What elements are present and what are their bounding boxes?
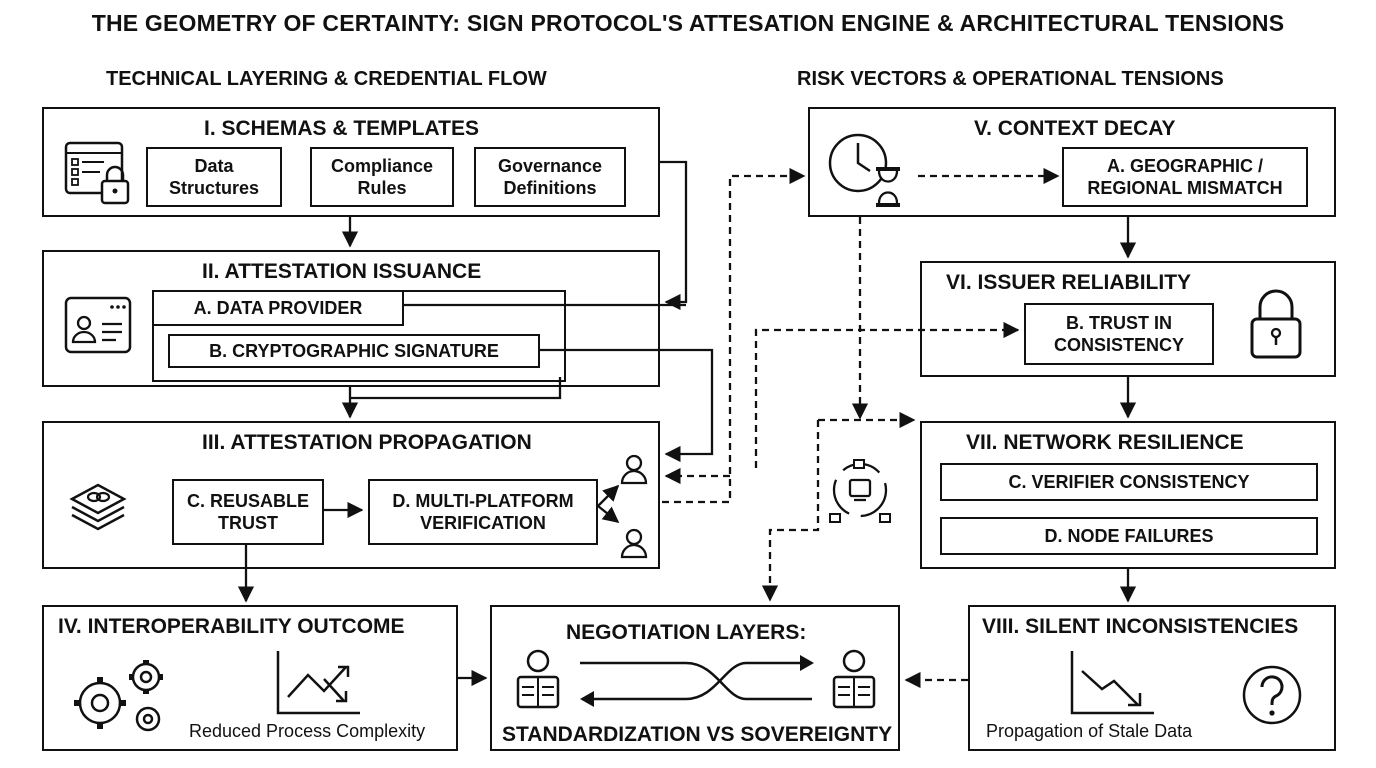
- exchange-arrows-icon: [580, 655, 814, 707]
- trend-chart-icon: [276, 651, 360, 715]
- form-lock-icon: [64, 141, 130, 205]
- negotiation-title: NEGOTIATION LAYERS:: [566, 621, 807, 644]
- network-monitor-icon: [829, 459, 891, 523]
- dashed-network-to-negotiation: [761, 420, 820, 602]
- reader-left-icon: [516, 649, 560, 709]
- declining-chart-icon: [1070, 651, 1154, 715]
- issuer-reliability-box: VI. ISSUER RELIABILITY B. TRUST IN CONSI…: [920, 261, 1336, 377]
- schemas-item-governance-definitions: Governance Definitions: [474, 147, 626, 207]
- gears-icon: [74, 660, 163, 732]
- propagation-item-multi-platform-verification: D. MULTI-PLATFORM VERIFICATION: [368, 479, 598, 545]
- issuance-box: II. ATTESTATION ISSUANCE A. DATA PROVIDE…: [42, 250, 660, 387]
- clock-hourglass-icon: [828, 133, 900, 207]
- propagation-box: III. ATTESTATION PROPAGATION C. REUSABLE…: [42, 421, 660, 569]
- issuance-item-cryptographic-signature: B. CRYPTOGRAPHIC SIGNATURE: [168, 334, 540, 368]
- arrow-schemas-side-to-provider: [660, 160, 688, 311]
- schemas-title: I. SCHEMAS & TEMPLATES: [204, 117, 479, 140]
- propagation-title: III. ATTESTATION PROPAGATION: [202, 431, 532, 454]
- network-resilience-title: VII. NETWORK RESILIENCE: [966, 431, 1244, 454]
- layers-link-icon: [69, 483, 127, 531]
- issuer-item-trust-consistency: B. TRUST IN CONSISTENCY: [1024, 303, 1214, 365]
- question-icon: [1242, 665, 1302, 725]
- left-column-title: TECHNICAL LAYERING & CREDENTIAL FLOW: [106, 68, 547, 90]
- schemas-item-compliance-rules: Compliance Rules: [310, 147, 454, 207]
- issuance-title: II. ATTESTATION ISSUANCE: [202, 260, 482, 283]
- verifier-users-icon: [620, 454, 648, 559]
- network-resilience-box: VII. NETWORK RESILIENCE C. VERIFIER CONS…: [920, 421, 1336, 569]
- network-item-node-failures: D. NODE FAILURES: [940, 517, 1318, 555]
- outcome-title: IV. INTEROPERABILITY OUTCOME: [58, 615, 405, 638]
- network-item-verifier-consistency: C. VERIFIER CONSISTENCY: [940, 463, 1318, 501]
- context-item-geographic-mismatch: A. GEOGRAPHIC / REGIONAL MISMATCH: [1062, 147, 1308, 207]
- diagram-title: THE GEOMETRY OF CERTAINTY: SIGN PROTOCOL…: [91, 10, 1285, 36]
- silent-inconsistencies-title: VIII. SILENT INCONSISTENCIES: [982, 615, 1299, 638]
- schemas-item-data-structures: Data Structures: [146, 147, 282, 207]
- reader-right-icon: [832, 649, 876, 709]
- context-decay-title: V. CONTEXT DECAY: [974, 117, 1176, 140]
- outcome-box: IV. INTEROPERABILITY OUTCOME Reduced Pro…: [42, 605, 458, 751]
- dashed-propagation-to-context: [662, 167, 806, 504]
- propagation-item-reusable-trust: C. REUSABLE TRUST: [172, 479, 324, 545]
- id-card-icon: [64, 296, 132, 354]
- issuance-item-data-provider: A. DATA PROVIDER: [152, 290, 404, 326]
- issuer-reliability-title: VI. ISSUER RELIABILITY: [946, 271, 1192, 294]
- negotiation-box: NEGOTIATION LAYERS: STANDARDIZATION VS S…: [490, 605, 900, 751]
- right-column-title: RISK VECTORS & OPERATIONAL TENSIONS: [797, 68, 1224, 90]
- context-decay-box: V. CONTEXT DECAY A. GEOGRAPHIC / REGIONA…: [808, 107, 1336, 217]
- negotiation-subtitle: STANDARDIZATION VS SOVEREIGNTY: [502, 723, 893, 746]
- outcome-caption: Reduced Process Complexity: [189, 721, 426, 741]
- schemas-box: I. SCHEMAS & TEMPLATES Data Structures C…: [42, 107, 660, 217]
- silent-caption: Propagation of Stale Data: [986, 721, 1193, 741]
- padlock-icon: [1250, 289, 1302, 359]
- silent-inconsistencies-box: VIII. SILENT INCONSISTENCIES Propagation…: [968, 605, 1336, 751]
